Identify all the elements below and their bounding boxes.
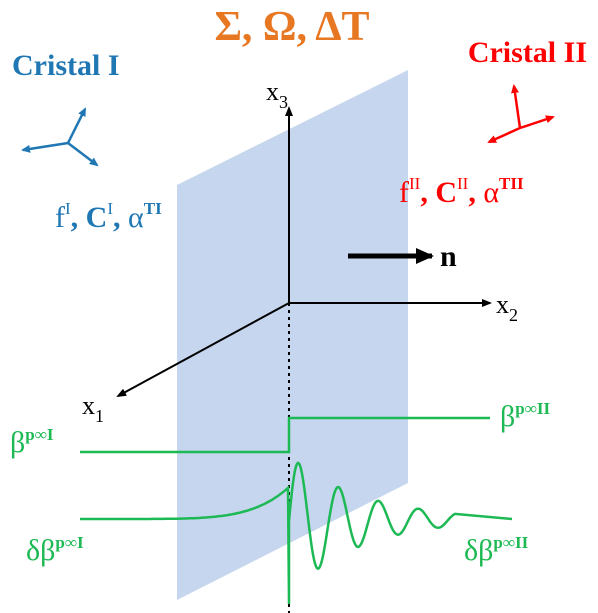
x1-axis: [116, 302, 290, 397]
delta-beta-curve: [80, 461, 513, 605]
x3-axis-label: x3: [266, 77, 288, 112]
x1-axis-label: x1: [82, 391, 104, 426]
delta-beta-I-label: δβp∞I: [26, 533, 84, 567]
beta-I-label: βp∞I: [10, 425, 54, 459]
crystal-2-orientation-icon: [487, 84, 555, 144]
crystal-1-orientation-icon: [21, 107, 99, 167]
delta-beta-II-label: δβp∞II: [464, 533, 529, 567]
interface-plane: [177, 70, 408, 600]
beta-II-label: βp∞II: [500, 399, 550, 433]
x2-axis-label: x2: [496, 290, 518, 325]
crystal-1-properties: fI, CI, αTI: [55, 199, 162, 234]
title: Σ, Ω, ΔT: [214, 4, 369, 50]
crystal-2-label: Cristal II: [468, 36, 587, 69]
beta-step-curve: [80, 416, 490, 454]
crystal-2-properties: fII, CII, αTII: [399, 174, 524, 209]
crystal-1-label: Cristal I: [12, 49, 120, 82]
normal-label: n: [440, 240, 457, 273]
